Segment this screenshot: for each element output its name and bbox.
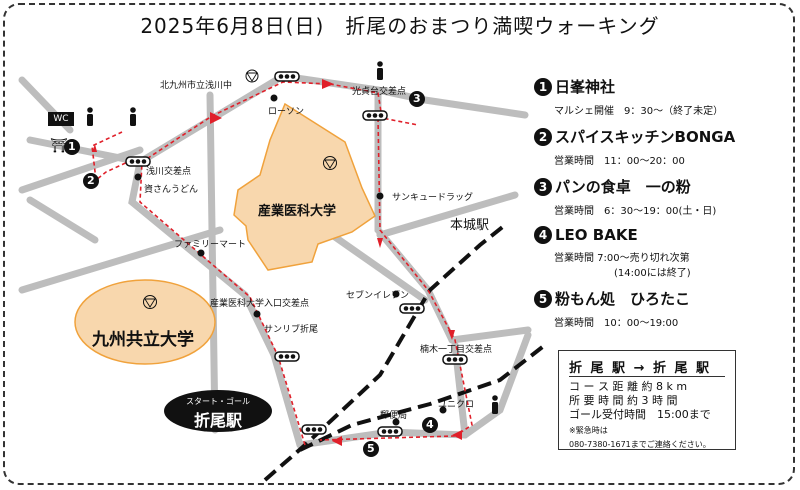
shop-number-3: 3 <box>534 177 552 196</box>
shop-name-2: スパイスキッチンBONGA <box>555 128 736 146</box>
marker-1-circle <box>64 139 80 155</box>
traffic-signal-icon <box>442 354 468 365</box>
traffic-signal-icon <box>399 303 425 314</box>
start-goal-callout: スタート・ゴール 折尾駅 <box>164 390 272 432</box>
shop-number-1: 1 <box>534 77 552 96</box>
restroom-person-icon <box>87 107 93 126</box>
traffic-signal-icon <box>274 351 300 362</box>
marker-2: 2 <box>87 174 95 187</box>
poster-frame <box>3 3 795 485</box>
railway-line-1 <box>263 223 507 482</box>
label-sangyo-entrance: 産業医科大学入口交差点 <box>210 299 310 309</box>
shop-name-1: 日峯神社 <box>555 78 616 96</box>
person-icons <box>87 61 498 414</box>
label-sangyo-uni: 産業医科大学 <box>258 204 337 219</box>
torii-icon: ⛩ <box>50 138 68 154</box>
sangyo-campus <box>233 102 376 271</box>
traffic-signals <box>125 71 468 437</box>
lawson-dot <box>270 94 278 102</box>
emergency-label: ※緊急時は <box>569 426 608 435</box>
shop-detail-1: マルシェ開催 9：30～（終了未定） <box>554 106 724 117</box>
shop-name-5: 粉もん処 ひろたこ <box>555 290 691 308</box>
sunrib-dot <box>253 310 261 318</box>
marker-3: 3 <box>413 92 421 105</box>
marker-4-circle <box>422 417 438 433</box>
label-udon: 資さんうどん <box>144 185 199 195</box>
shop-number-2: 2 <box>534 127 552 146</box>
shop-detail-4: 営業時間 7:00～売り切れ次第 <box>554 253 690 264</box>
orio-station-label: 折尾駅 <box>193 411 242 430</box>
page-title: 2025年6月8日(日) 折尾のおまつり満喫ウォーキング <box>140 14 660 38</box>
traffic-signal-icon <box>125 156 151 167</box>
roads <box>18 72 532 449</box>
restroom-person-icon <box>130 107 136 126</box>
label-honjo-station: 本城駅 <box>450 218 490 233</box>
sankyu-dot <box>376 192 384 200</box>
route-arrows <box>92 79 462 446</box>
label-lawson: ローソン <box>268 107 305 117</box>
udon-dot <box>134 173 142 181</box>
shop-number-5: 5 <box>534 289 552 308</box>
label-kyushu-uni: 九州共立大学 <box>92 330 194 350</box>
traffic-signal-icon <box>301 424 327 435</box>
marker-4: 4 <box>426 418 434 431</box>
school-emblem-icon <box>245 69 259 83</box>
railway-line-2 <box>299 343 547 452</box>
shop-detail-2: 営業時間 11：00～20：00 <box>554 156 685 167</box>
course-route: 折 尾 駅 → 折 尾 駅 <box>569 357 725 377</box>
shop-name-3: パンの食卓 一の粉 <box>555 178 691 196</box>
label-asakawa: 浅川交差点 <box>146 167 192 177</box>
traffic-signal-icon <box>362 110 388 121</box>
emergency-phone: 080-7380-1671までご連絡ください。 <box>569 440 711 449</box>
marker-1: 1 <box>68 140 76 153</box>
label-seven: セブンイレブン <box>346 291 410 301</box>
label-familymart: ファミリーマート <box>174 240 247 250</box>
label-sankyu: サンキュードラッグ <box>392 193 474 203</box>
kyushu-campus <box>74 279 216 365</box>
shop-detail-5: 営業時間 10：00～19:00 <box>554 318 679 329</box>
traffic-signal-icon <box>377 426 403 437</box>
goal-deadline: ゴール受付時間 15:00まで <box>569 408 711 421</box>
label-kotei: 光貞台交差点 <box>352 87 407 97</box>
marker-2-circle <box>83 173 99 189</box>
post-dot <box>392 418 400 426</box>
label-post: 郵便局 <box>380 411 408 421</box>
marker-5-circle <box>363 441 379 457</box>
shop-number-4: 4 <box>534 226 552 244</box>
route-markers <box>64 91 438 457</box>
marker-5: 5 <box>367 442 375 455</box>
wc-label: WC <box>48 112 74 126</box>
shop-detail-4b: (14:00には終了) <box>614 268 691 279</box>
marker-3-circle <box>409 91 425 107</box>
restroom-person-icon <box>492 395 498 414</box>
kyushu-campus-emblem-icon <box>143 295 157 309</box>
traffic-signal-icon <box>274 71 300 82</box>
shop-detail-3: 営業時間 6：30～19：00(土・日) <box>554 206 717 217</box>
restroom-person-icon <box>377 61 383 80</box>
label-uniqlo: ユニクロ <box>438 400 475 410</box>
label-school: 北九州市立浅川中 <box>160 81 233 91</box>
course-distance: コ ー ス 距 離 約 8 k m <box>569 380 688 393</box>
course-info-box: 折 尾 駅 → 折 尾 駅 コ ー ス 距 離 約 8 k m 所 要 時 間 … <box>558 350 736 450</box>
label-sunrib: サンリブ折尾 <box>264 325 319 335</box>
course-time: 所 要 時 間 約 3 時 間 <box>569 394 678 407</box>
label-kusunoki: 楠木一丁目交差点 <box>420 345 493 355</box>
familymart-dot <box>197 249 205 257</box>
uniqlo-dot <box>439 406 447 414</box>
shop-name-4: LEO BAKE <box>555 226 638 244</box>
seven-dot <box>392 290 400 298</box>
sangyo-campus-emblem-icon <box>323 156 337 170</box>
start-goal-label: スタート・ゴール <box>186 397 250 406</box>
landmark-dots <box>134 94 447 426</box>
